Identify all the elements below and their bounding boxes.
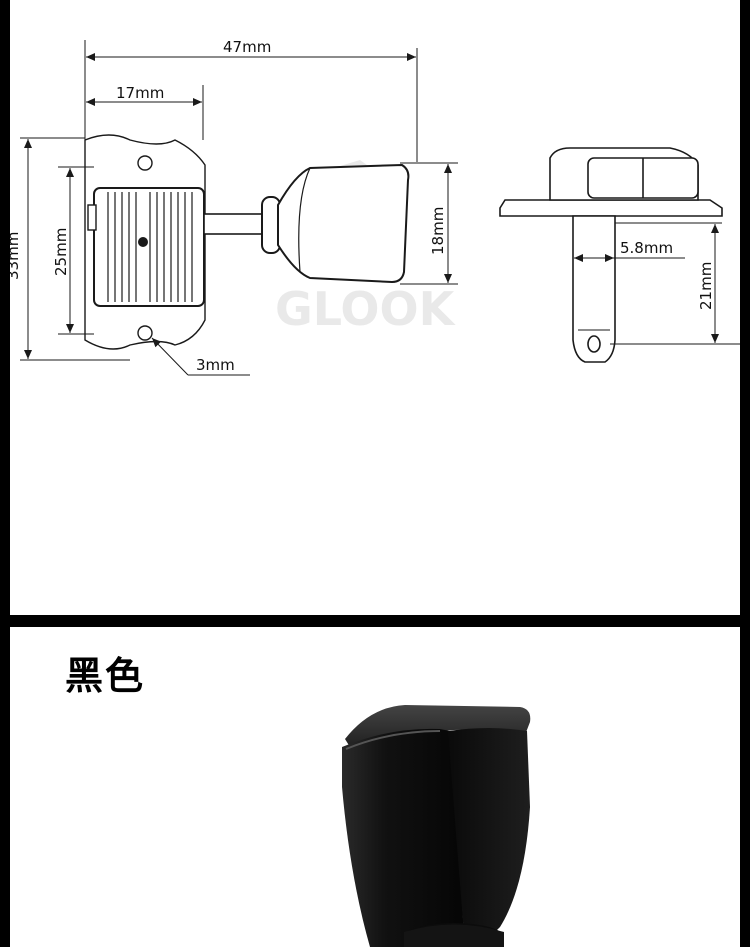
- label-hole: 3mm: [196, 356, 235, 374]
- gear-housing: [87, 187, 205, 307]
- label-post-height: 21mm: [697, 262, 715, 310]
- dimension-width-total: 47mm: [86, 38, 416, 61]
- dimension-button-height: 18mm: [429, 164, 452, 283]
- watermark-text: GLOOK: [275, 282, 457, 336]
- dimension-post-diameter: 5.8mm: [574, 239, 685, 262]
- label-width-total: 47mm: [223, 38, 271, 56]
- label-height-inner: 25mm: [52, 228, 70, 276]
- black-button-photo: [342, 705, 531, 947]
- extension-lines: [20, 40, 740, 361]
- dimension-hole: 3mm: [151, 337, 250, 376]
- dimension-width-housing: 17mm: [86, 84, 202, 106]
- label-height-total: 33mm: [10, 232, 22, 280]
- label-button-height: 18mm: [429, 207, 447, 255]
- tuner-button: [261, 163, 410, 284]
- label-width-housing: 17mm: [116, 84, 164, 102]
- dimension-height-inner: 25mm: [52, 168, 74, 333]
- dimension-post-height: 21mm: [697, 224, 719, 343]
- tuner-shaft: [203, 213, 265, 235]
- dimension-diagram-panel: GLOOK: [10, 0, 740, 615]
- dimension-height-total: 33mm: [10, 139, 32, 359]
- screw-hole-top: [137, 155, 153, 171]
- color-photo-panel: 黑色: [10, 627, 740, 947]
- screw-hole-bottom: [137, 325, 153, 341]
- dimension-diagram: GLOOK: [10, 38, 740, 376]
- side-view: [499, 147, 723, 363]
- label-post-diameter: 5.8mm: [620, 239, 673, 257]
- color-title: 黑色: [65, 654, 146, 698]
- black-tuner-button: [342, 705, 531, 947]
